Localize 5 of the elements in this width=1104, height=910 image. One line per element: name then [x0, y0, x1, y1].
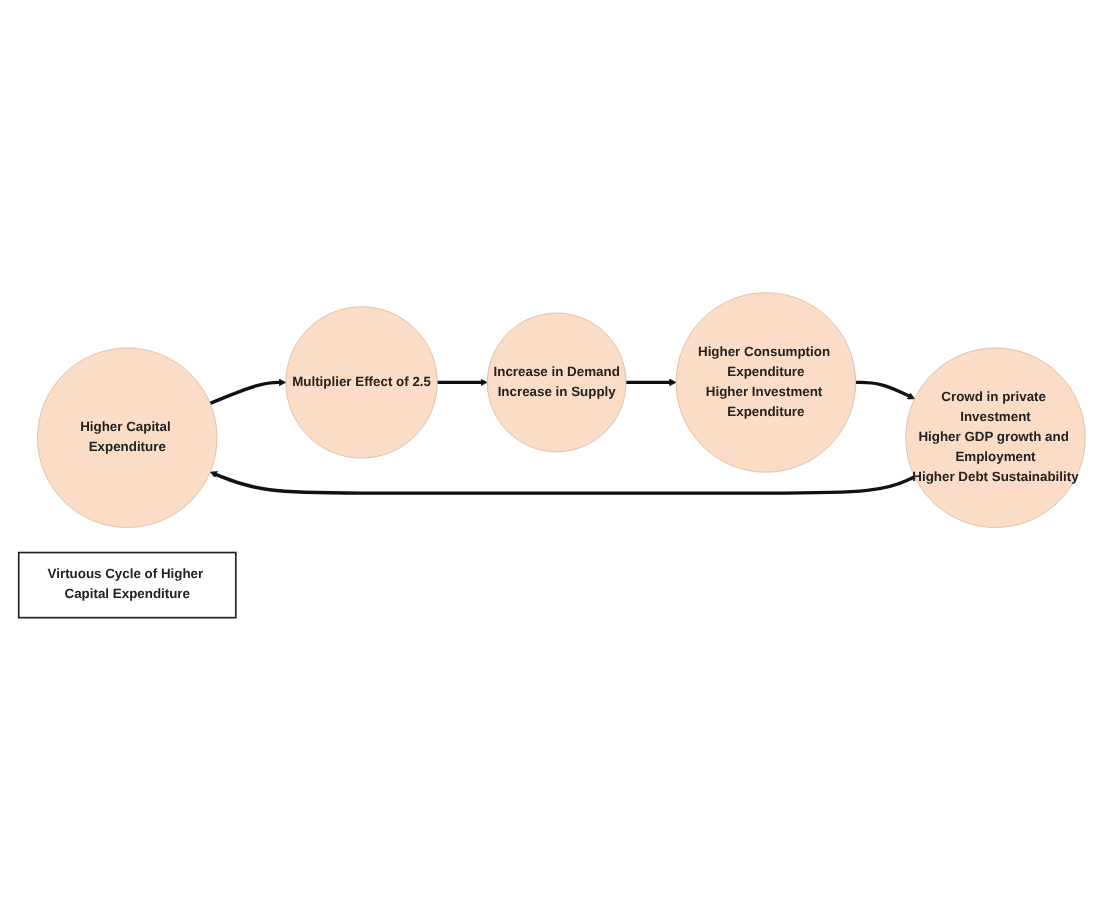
arrow: [209, 378, 287, 405]
arrow: [855, 380, 915, 400]
arrow: [209, 471, 916, 495]
arrow: [437, 378, 488, 386]
arrow: [626, 378, 677, 386]
